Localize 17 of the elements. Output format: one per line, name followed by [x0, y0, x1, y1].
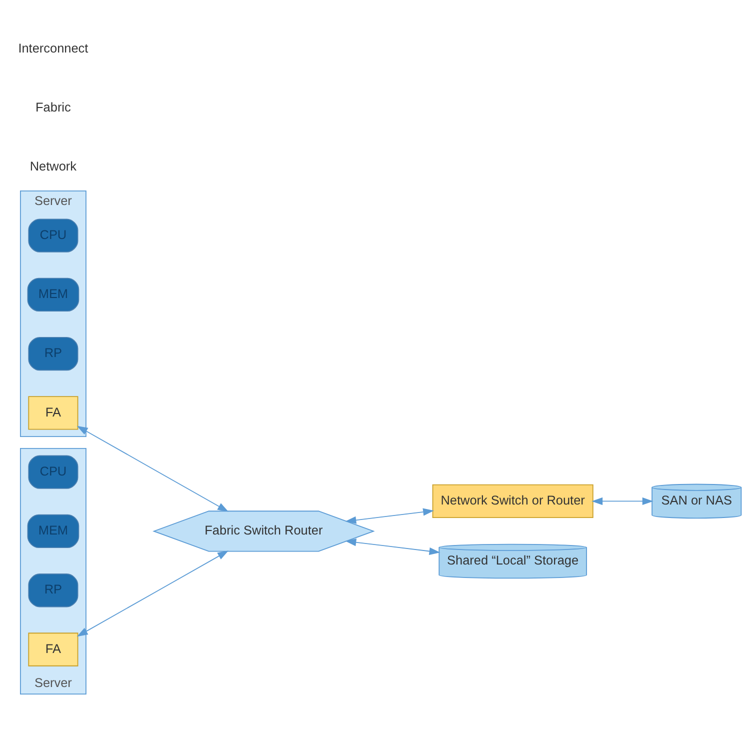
node-box: FA	[28, 396, 78, 430]
node-box: MEM	[27, 277, 80, 311]
arrow	[592, 496, 654, 505]
node-box: MEM	[27, 514, 80, 548]
node-box: FA	[28, 632, 78, 666]
label: Interconnect	[18, 40, 88, 55]
arrow	[345, 538, 440, 555]
arrow	[345, 508, 434, 524]
node-box: Network Switch or Router	[432, 484, 594, 518]
arrow	[76, 550, 228, 636]
label: Network	[30, 158, 77, 174]
node-box: RP	[28, 336, 78, 370]
arrow	[76, 425, 228, 512]
node-box: CPU	[28, 218, 78, 252]
node-box: RP	[28, 573, 78, 607]
node-box: CPU	[28, 454, 78, 488]
label: Fabric	[36, 99, 71, 114]
